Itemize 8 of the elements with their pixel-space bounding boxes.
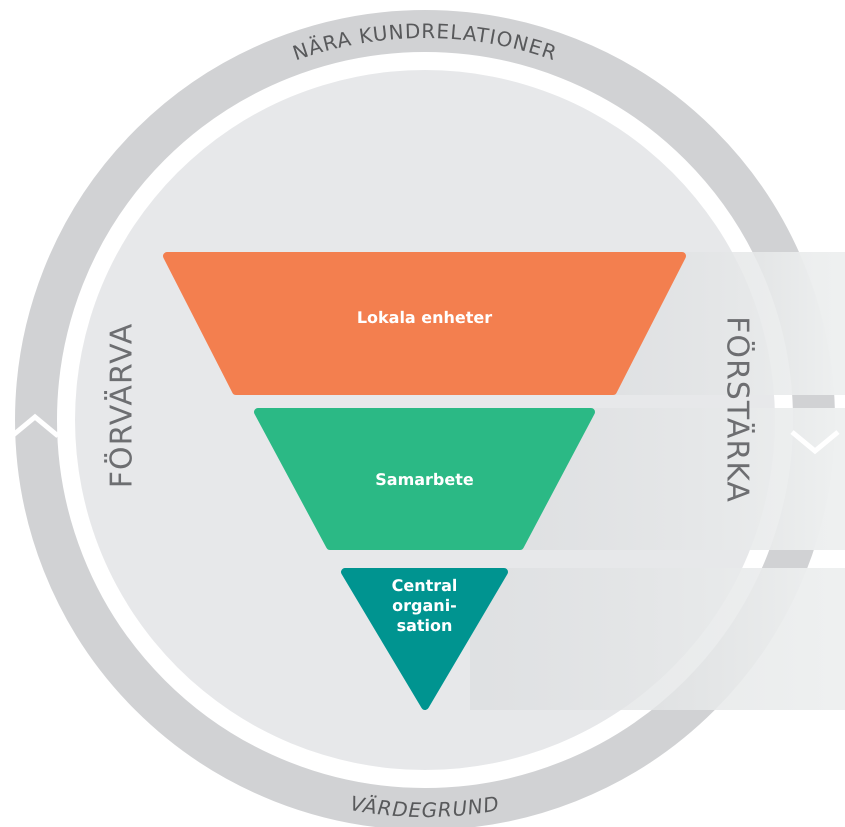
stage-label: FÖRSTÄRKA [720,315,754,505]
level-label: Lokala enheter [356,308,494,328]
level-label: Samarbete [374,470,475,490]
funnel-level [341,568,508,710]
stage-label: FÖRVÄRVA [104,322,140,490]
ring-label: VÄRDEGRUND [348,791,502,822]
level-label: Central organi- sation [390,576,458,636]
funnel-level [254,408,595,550]
